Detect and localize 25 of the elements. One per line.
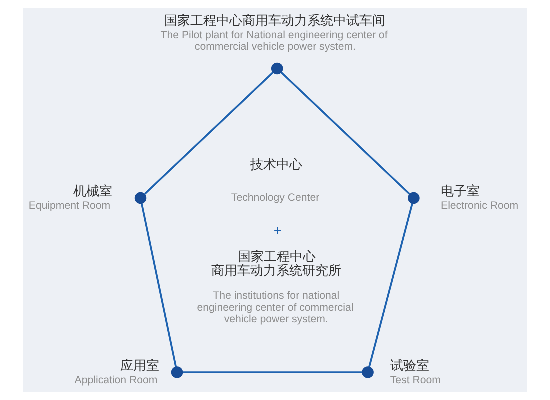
label: 国家工程中心商用车动力系统研究所 [211, 249, 342, 278]
node-circle [171, 366, 184, 378]
connector [140, 203, 178, 368]
node-label: Application Room [74, 374, 158, 386]
node-label: Test Room [390, 374, 441, 386]
node-label: Equipment Room [28, 200, 111, 212]
node-label: The Pilot plant for National engineering center of commercial vehicle power system. [160, 29, 388, 54]
connector [144, 72, 274, 195]
connector [182, 372, 363, 374]
label: 技术中心 [250, 157, 302, 172]
node-label: 试验室 [390, 358, 430, 373]
node-label: 电子室 [441, 184, 480, 199]
node-label: 机械室 [74, 184, 113, 199]
node-label: Electronic Room [441, 200, 519, 212]
node-circle [408, 192, 420, 204]
node-circle [362, 366, 374, 378]
label: + [274, 222, 282, 238]
connector [280, 72, 410, 195]
connector [368, 203, 414, 368]
node-circle [271, 62, 284, 75]
node-label: 国家工程中心商用车动力系统中试车间 [164, 12, 386, 28]
node-circle [134, 192, 147, 204]
label: The institutions for national engineering center of commercial vehicle power system. [197, 290, 354, 326]
label: Technology Center [231, 192, 320, 204]
node-label: 应用室 [120, 358, 160, 373]
